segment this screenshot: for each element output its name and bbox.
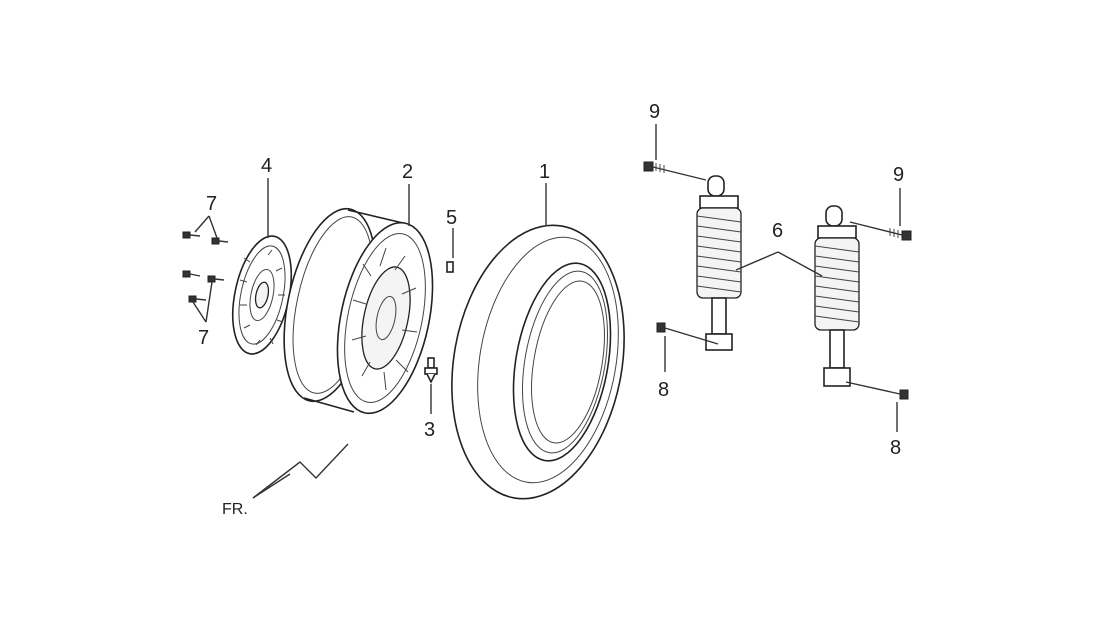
callout-4: 4 [261,155,272,177]
lower-bolt-right [845,381,909,400]
bolt-7-4 [207,275,225,283]
front-direction-label: FR. [222,501,248,518]
callout-9-left: 9 [649,101,660,123]
callout-8-right: 8 [890,437,901,459]
lower-bolt-left [656,322,719,345]
bolt-7-3 [182,270,201,278]
callout-6: 6 [772,220,783,242]
callout-8-left: 8 [658,379,669,401]
top-bolt-right [849,221,912,241]
callout-7-top: 7 [206,193,217,215]
bolt-7-1 [182,231,201,239]
callout-2: 2 [402,161,413,183]
leader-7-top [194,215,218,239]
disc-bolts [182,231,229,303]
valve [424,357,438,384]
tire [451,224,625,500]
wheel-rim [283,207,434,415]
pin [446,261,454,273]
leader-6 [735,251,823,277]
callout-3: 3 [424,419,435,441]
bolt-7-2 [211,237,229,245]
callout-1: 1 [539,161,550,183]
leader-7-bottom [192,281,213,323]
shock-absorber-left [696,175,742,351]
top-bolt-left [643,161,707,181]
callout-9-right: 9 [893,164,904,186]
callout-7-bottom: 7 [198,327,209,349]
callout-5: 5 [446,207,457,229]
front-direction-arrow [252,443,349,499]
shock-absorber-right [814,205,860,387]
bolt-7-5 [188,295,207,303]
